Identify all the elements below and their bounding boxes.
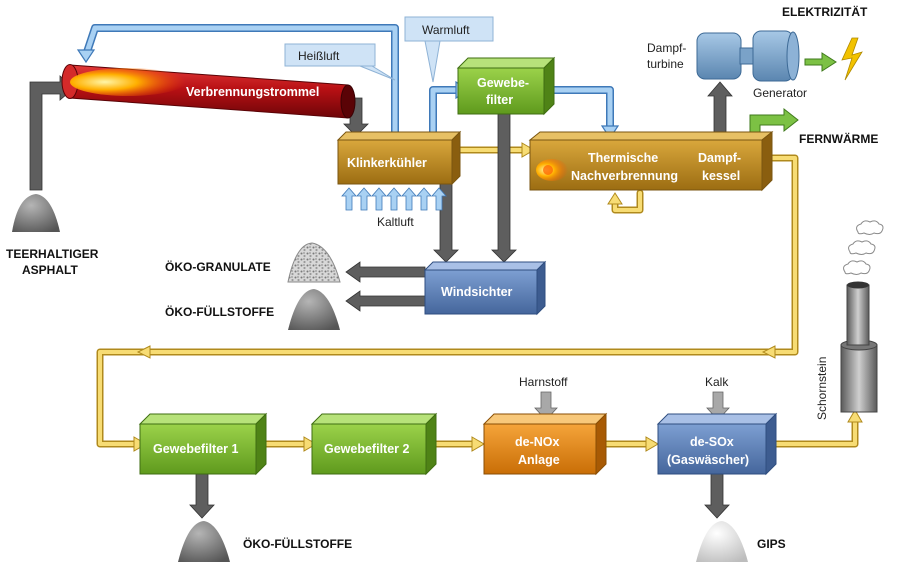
warmluft-label: Warmluft: [422, 23, 470, 37]
klinkerkuehler-box: Klinkerkühler: [336, 130, 462, 186]
granulate-pile-icon: [287, 242, 341, 283]
desox-box: de-SOx (Gaswäscher): [656, 412, 778, 476]
gewebefilter2-label: Gewebefilter 2: [324, 442, 409, 456]
verbrennungstrommel-drum: Verbrennungstrommel: [61, 64, 356, 119]
lightning-icon: [841, 37, 863, 81]
gray-material-arrows: [29, 75, 733, 519]
teerhaltiger-label: TEERHALTIGER: [6, 247, 99, 261]
arrowhead-gas-gf2: [303, 436, 317, 452]
verbrennungstrommel-label: Verbrennungstrommel: [186, 85, 319, 99]
asphalt-pile-icon: [12, 194, 60, 232]
kaltluft-label: Kaltluft: [377, 215, 414, 229]
thermische-line1: Thermische: [588, 151, 658, 165]
kaltluft-arrows: [341, 187, 447, 211]
arrowhead-gas-thermal: [521, 142, 535, 158]
arrowhead-gas-chimney: [847, 409, 863, 423]
dampfkessel-line2: kessel: [702, 169, 740, 183]
windsichter-box: Windsichter: [423, 260, 547, 316]
warmluft-callout: Warmluft: [404, 16, 494, 83]
dampfkessel-line1: Dampf-: [698, 151, 741, 165]
blue-air-pipes: [82, 24, 614, 144]
heissluft-callout: Heißluft: [284, 43, 396, 81]
windsichter-label: Windsichter: [441, 285, 513, 299]
oeko-granulate-label: ÖKO-GRANULATE: [165, 259, 271, 274]
gewebefilter-top-line2: filter: [486, 93, 513, 107]
arrowhead-gas-recirc: [607, 192, 623, 205]
dampfturbine-line1: Dampf-: [647, 41, 686, 55]
gips-pile-icon: [696, 521, 748, 562]
gewebefilter1-label: Gewebefilter 1: [153, 442, 238, 456]
arrowhead-gas-return-left: [136, 345, 151, 359]
oeko-fuellstoffe-bottom-label: ÖKO-FÜLLSTOFFE: [243, 536, 352, 551]
gewebefilter-top-line1: Gewebe-: [477, 76, 529, 90]
denox-line1: de-NOx: [515, 435, 560, 449]
arrowhead-gas-desox: [645, 436, 659, 452]
kalk-label: Kalk: [705, 375, 729, 389]
asphalt-label: ASPHALT: [22, 263, 78, 277]
gewebefilter-top-box: Gewebe- filter: [456, 56, 556, 116]
denox-line2: Anlage: [518, 453, 560, 467]
oeko-fuellstoffe-top-label: ÖKO-FÜLLSTOFFE: [165, 304, 274, 319]
gips-label: GIPS: [757, 537, 786, 551]
fuellstoffe-top-pile-icon: [288, 289, 340, 330]
desox-line1: de-SOx: [690, 435, 734, 449]
desox-line2: (Gaswäscher): [667, 453, 749, 467]
smoke-clouds: [843, 220, 884, 275]
thermische-line2: Nachverbrennung: [571, 169, 678, 183]
arrowhead-drum-air: [76, 49, 96, 64]
dampfturbine-line2: turbine: [647, 57, 684, 71]
gewebefilter2-box: Gewebefilter 2: [310, 412, 438, 476]
thermische-nachverbrennung-box: Thermische Nachverbrennung Dampf- kessel: [528, 130, 774, 192]
schornstein-label: Schornstein: [815, 357, 829, 420]
heissluft-label: Heißluft: [298, 49, 340, 63]
elektrizitaet-label: ELEKTRIZITÄT: [782, 4, 868, 19]
fernwaerme-label: FERNWÄRME: [799, 131, 878, 146]
gewebefilter1-box: Gewebefilter 1: [138, 412, 268, 476]
turbine-generator: [696, 30, 800, 82]
arrowhead-gas-denox: [471, 436, 485, 452]
klinkerkuehler-label: Klinkerkühler: [347, 156, 427, 170]
fuellstoffe-bottom-pile-icon: [178, 521, 230, 562]
generator-label: Generator: [753, 86, 807, 100]
arrowhead-gas-return-right: [761, 345, 776, 359]
schornstein-chimney: [840, 281, 878, 413]
harnstoff-label: Harnstoff: [519, 375, 568, 389]
green-output-arrows: [749, 52, 837, 136]
denox-box: de-NOx Anlage: [482, 412, 608, 476]
